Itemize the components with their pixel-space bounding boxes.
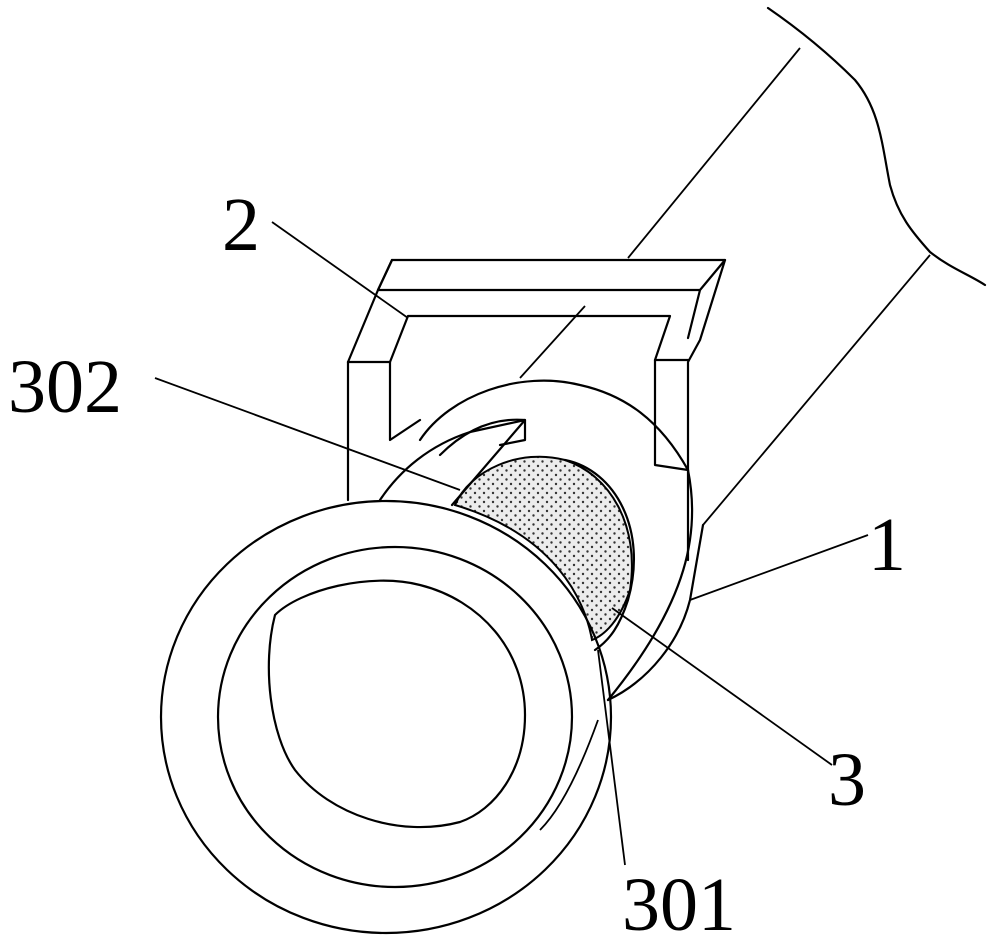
housing-lower-arc bbox=[606, 468, 694, 702]
leader-302 bbox=[154, 377, 461, 491]
housing-inner-arc bbox=[438, 418, 527, 457]
pipe-end-curve bbox=[606, 523, 705, 702]
leader-301 bbox=[597, 649, 626, 866]
label-part-2: 2 bbox=[222, 183, 260, 267]
label-part-1: 1 bbox=[868, 503, 906, 587]
front-ring-middle bbox=[216, 545, 574, 889]
leader-3 bbox=[611, 607, 833, 766]
pipe-line-bottom bbox=[702, 254, 931, 526]
leader-2 bbox=[271, 221, 409, 319]
leader-1 bbox=[689, 534, 869, 601]
housing-outer-arc bbox=[418, 379, 690, 472]
bracket-front bbox=[346, 360, 422, 442]
label-part-302: 302 bbox=[8, 345, 122, 429]
pipe-line-top-inner bbox=[519, 305, 586, 379]
label-part-3: 3 bbox=[828, 738, 866, 822]
pipe-line-top bbox=[627, 47, 801, 259]
bracket bbox=[346, 258, 727, 562]
filter-rim bbox=[563, 458, 636, 652]
front-ring-outer bbox=[159, 499, 613, 935]
bracket-right-post bbox=[653, 358, 690, 472]
filter-mesh bbox=[453, 455, 633, 642]
leader-lines bbox=[154, 221, 869, 866]
bracket-inner-left bbox=[388, 314, 690, 364]
front-ring-inner bbox=[267, 579, 527, 829]
pipe-upper-edge bbox=[766, 6, 987, 287]
cover-piece bbox=[378, 418, 527, 507]
front-ring bbox=[159, 499, 613, 935]
label-part-301: 301 bbox=[622, 863, 736, 947]
bracket-inner-top bbox=[376, 258, 727, 340]
front-ring-tube-edge bbox=[539, 719, 599, 831]
pipe-body bbox=[519, 6, 987, 702]
